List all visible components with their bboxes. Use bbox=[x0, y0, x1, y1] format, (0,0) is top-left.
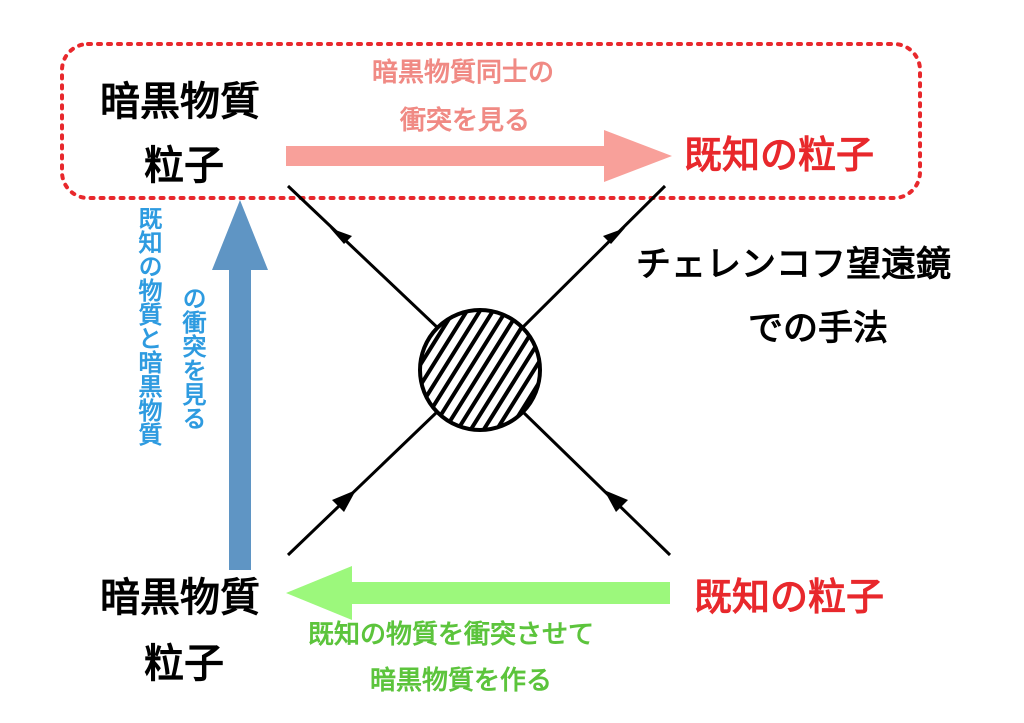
arrow-known-to-dm bbox=[286, 566, 670, 620]
left-arrow-caption-1: 既知の物質と暗黒物質 bbox=[134, 206, 162, 446]
outgoing-arrow-icon bbox=[603, 228, 625, 244]
incoming-arrow-icon bbox=[604, 490, 628, 512]
known-particle-bottom-label: 既知の粒子 bbox=[694, 575, 885, 619]
outgoing-arrow-icon bbox=[330, 228, 352, 244]
dm-particle-top-label-1: 暗黒物質 bbox=[100, 79, 260, 125]
cherenkov-label-1: チェレンコフ望遠鏡 bbox=[636, 245, 952, 285]
line-top-right bbox=[518, 184, 667, 332]
arrow-up-to-dm bbox=[212, 200, 268, 570]
dotted-group-box bbox=[60, 42, 922, 200]
arrow-dm-to-known bbox=[286, 130, 672, 182]
dm-particle-bottom-label-1: 暗黒物質 bbox=[100, 575, 260, 621]
bottom-arrow-caption-2: 暗黒物質を作る bbox=[370, 666, 553, 696]
bottom-arrow-caption-1: 既知の物質を衝突させて bbox=[308, 620, 595, 650]
left-arrow-caption-2: の衝突を見る bbox=[178, 286, 206, 430]
incoming-arrow-icon bbox=[332, 490, 356, 512]
line-bottom-right bbox=[521, 410, 672, 557]
line-bottom-left bbox=[286, 410, 439, 557]
dm-particle-bottom-label-2: 粒子 bbox=[144, 641, 224, 687]
top-arrow-caption-2: 衝突を見る bbox=[400, 106, 531, 136]
cherenkov-label-2: での手法 bbox=[748, 309, 889, 349]
interaction-vertex-icon bbox=[418, 308, 542, 432]
line-top-left bbox=[286, 184, 442, 332]
known-particle-top-label: 既知の粒子 bbox=[684, 133, 875, 177]
dm-particle-top-label-2: 粒子 bbox=[144, 143, 224, 189]
top-arrow-caption-1: 暗黒物質同士の bbox=[372, 58, 555, 88]
